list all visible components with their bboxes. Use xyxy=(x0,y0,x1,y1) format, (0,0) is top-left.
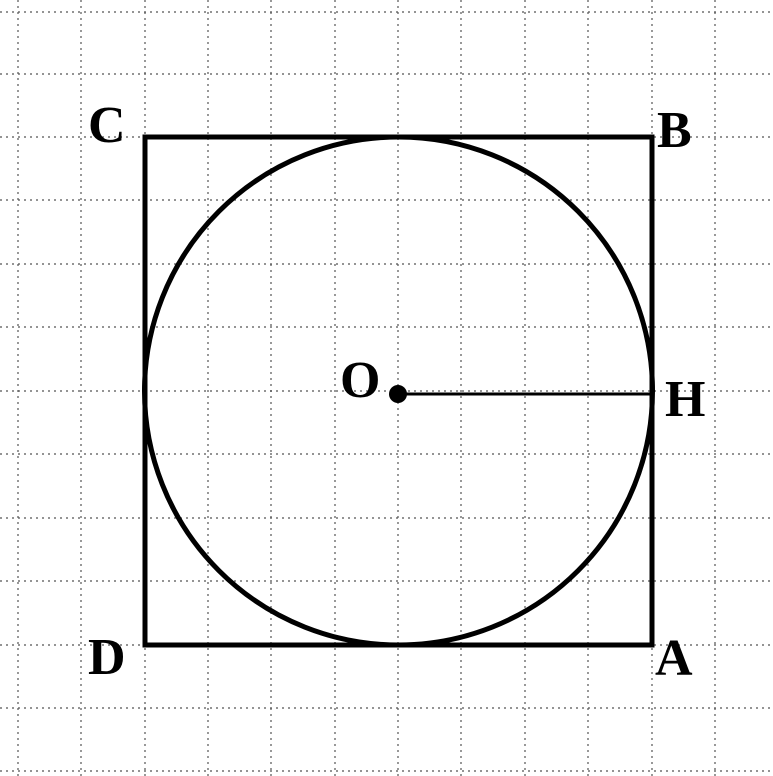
label-b: B xyxy=(657,102,692,159)
inscribed-circle xyxy=(142,134,655,648)
label-h: H xyxy=(665,371,705,428)
center-point-o xyxy=(389,385,407,403)
label-a: A xyxy=(655,630,693,687)
label-c: C xyxy=(88,97,126,154)
label-d: D xyxy=(88,629,126,686)
label-o: O xyxy=(340,352,380,409)
